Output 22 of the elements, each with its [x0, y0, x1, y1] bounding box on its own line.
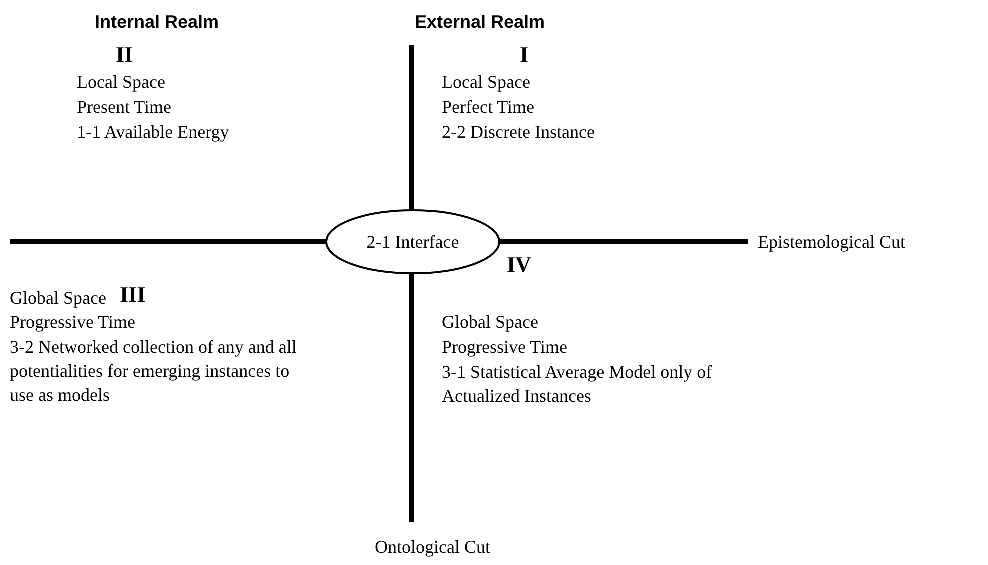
quadrant-text: Progressive Time — [10, 311, 136, 334]
quadrant-text: Global Space — [442, 311, 538, 334]
interface-ellipse — [325, 209, 501, 275]
quadrant-text: Local Space — [442, 71, 530, 94]
realm-heading: Internal Realm — [95, 11, 220, 34]
quadrant-numeral: IV — [507, 253, 532, 277]
quadrant-text: Perfect Time — [442, 96, 534, 119]
node-label: 2-1 Interface — [366, 232, 460, 252]
axis-label: Ontological Cut — [375, 536, 490, 559]
quadrant-text: Local Space — [77, 71, 166, 94]
quadrant-text: Global Space — [10, 287, 106, 310]
axis-label: Epistemological Cut — [758, 231, 906, 254]
quadrant-text: 1-1 Available Energy — [77, 121, 230, 144]
quadrant-text: 3-1 Statistical Average Model only of Actualized Instances — [442, 361, 714, 408]
quadrant-text: 2-2 Discrete Instance — [442, 121, 595, 144]
quadrant-numeral: I — [520, 43, 529, 67]
quadrant-text: Present Time — [77, 96, 172, 119]
quadrant-numeral: II — [116, 43, 134, 67]
quadrant-numeral: III — [120, 283, 146, 307]
quadrant-text: Progressive Time — [442, 336, 568, 359]
realm-heading: External Realm — [415, 11, 546, 34]
quadrant-text: 3-2 Networked collection of any and all potentialities for emerging instances to use as models — [10, 336, 298, 407]
